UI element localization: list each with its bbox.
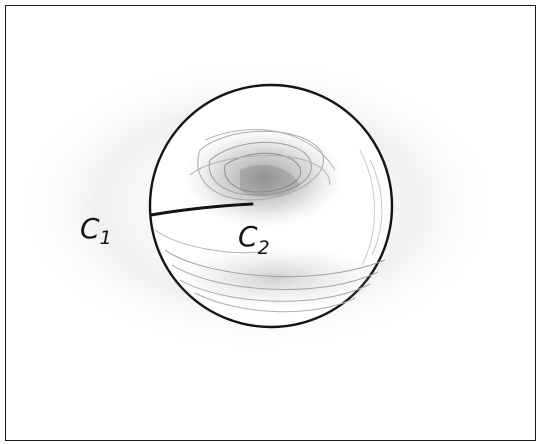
label-c2: C2	[238, 220, 270, 259]
edge-shading	[359, 149, 383, 266]
label-c2-letter: C	[238, 220, 258, 253]
core-shading	[184, 128, 344, 228]
lower-shading	[154, 229, 386, 313]
label-c1-letter: C	[80, 212, 100, 245]
label-c1-subscript: 1	[100, 227, 112, 249]
radius-line	[149, 202, 254, 217]
label-c2-subscript: 2	[258, 237, 270, 259]
label-c1: C1	[80, 212, 112, 249]
